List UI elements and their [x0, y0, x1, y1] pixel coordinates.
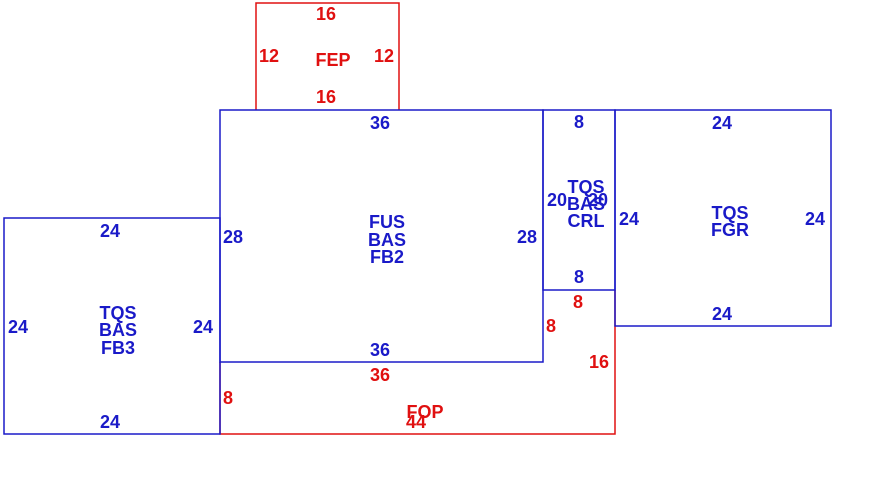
- crl-label-line2: BAS: [567, 194, 605, 214]
- fgr-top-dimension: 24: [712, 113, 732, 133]
- fgr-right-dimension: 24: [805, 209, 825, 229]
- fb3-right-dimension: 24: [193, 317, 213, 337]
- fb3-label-line2: BAS: [99, 320, 137, 340]
- fus-top-dimension: 36: [370, 113, 390, 133]
- fgr-label-line1: TQS: [711, 203, 748, 223]
- crl-right-dimension: 20: [588, 190, 608, 210]
- fop-right-dimension: 16: [589, 352, 609, 372]
- fop-label: FOP: [406, 402, 443, 422]
- fb3-label-line3: FB3: [101, 338, 135, 358]
- fus-right-dimension: 28: [517, 227, 537, 247]
- fop-inner-dimension: 8: [546, 316, 556, 336]
- fus-label-line1: FUS: [369, 212, 405, 232]
- fgr-left-dimension: 24: [619, 209, 639, 229]
- crl-area: 8 8 20 20 TQS BAS CRL: [542, 109, 616, 291]
- fep-bottom-dimension: 16: [316, 87, 336, 107]
- fgr-area: 24 24 24 24 TQS FGR: [614, 109, 832, 327]
- fop-top-dimension: 36: [370, 365, 390, 385]
- fep-top-dimension: 16: [316, 4, 336, 24]
- crl-left-dimension: 20: [547, 190, 567, 210]
- fep-label: FEP: [315, 50, 350, 70]
- fep-area: 16 16 12 12 FEP: [255, 2, 400, 110]
- crl-label-line1: TQS: [567, 177, 604, 197]
- fep-left-dimension: 12: [259, 46, 279, 66]
- fb3-area: 24 24 24 24 TQS BAS FB3: [3, 217, 221, 435]
- crl-bottom-dimension: 8: [574, 267, 584, 287]
- crl-top-dimension: 8: [574, 112, 584, 132]
- fb3-bottom-dimension: 24: [100, 412, 120, 432]
- fop-left-dimension: 8: [223, 388, 233, 408]
- fgr-label-line2: FGR: [711, 220, 749, 240]
- fop-top-right-dimension: 8: [573, 292, 583, 312]
- fop-area: 36 44 8 16 8 8 FOP: [219, 290, 616, 435]
- fb3-label-line1: TQS: [99, 303, 136, 323]
- fgr-bottom-dimension: 24: [712, 304, 732, 324]
- fus-label-line3: FB2: [370, 247, 404, 267]
- fep-right-dimension: 12: [374, 46, 394, 66]
- fus-area: 36 36 28 28 FUS BAS FB2: [219, 109, 544, 363]
- crl-label-line3: CRL: [568, 211, 605, 231]
- fus-bottom-dimension: 36: [370, 340, 390, 360]
- fb3-top-dimension: 24: [100, 221, 120, 241]
- fb3-left-dimension: 24: [8, 317, 28, 337]
- fop-bottom-dimension: 44: [406, 412, 426, 432]
- fus-left-dimension: 28: [223, 227, 243, 247]
- fus-label-line2: BAS: [368, 230, 406, 250]
